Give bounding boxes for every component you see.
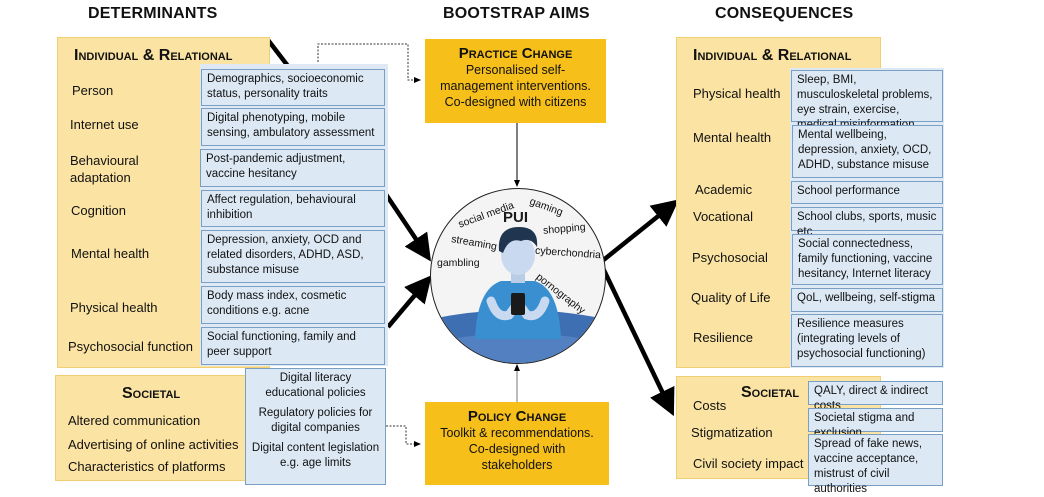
practice-change-text: Personalised self-management interventio…	[440, 63, 591, 109]
det-policies-box: Digital literacy educational policies Re…	[245, 368, 386, 485]
pui-circle: PUI social media gaming shopping streami…	[430, 188, 606, 364]
det-detail-internet-use: Digital phenotyping, mobile sensing, amb…	[201, 108, 385, 146]
det-label-mental-health: Mental health	[71, 246, 150, 261]
determinants-individual-heading: Individual & Relational	[74, 47, 233, 64]
policy-change-text: Toolkit & recommendations. Co-designed w…	[440, 426, 594, 472]
det-label-psychosocial-function: Psychosocial function	[68, 339, 194, 354]
det-detail-person: Demographics, socioeconomic status, pers…	[201, 69, 385, 106]
policy-change-box: Policy Change Toolkit & recommendations.…	[425, 402, 609, 485]
con-label-costs: Costs	[693, 398, 727, 413]
con-label-academic: Academic	[695, 182, 753, 197]
det-detail-cognition: Affect regulation, behavioural inhibitio…	[201, 190, 385, 227]
con-detail-civil-society-impact: Spread of fake news, vaccine acceptance,…	[808, 434, 943, 495]
consequences-societal-heading: Societal	[741, 384, 800, 401]
policy-change-title: Policy Change	[467, 408, 567, 425]
con-label-stigmatization: Stigmatization	[691, 425, 773, 440]
arrow-societal-to-pui	[386, 275, 432, 329]
det-societal-row-1: Altered communication	[68, 413, 201, 428]
det-label-behavioural-adaptation: Behavioural adaptation	[70, 153, 139, 185]
arrow-pui-to-individual-consequences	[599, 199, 680, 264]
con-label-resilience: Resilience	[693, 330, 753, 345]
det-societal-row-3: Characteristics of platforms	[68, 459, 226, 474]
con-label-civil-society-impact: Civil society impact	[693, 456, 804, 471]
policy-content-legislation: Digital content legislation e.g. age lim…	[251, 442, 380, 469]
dotted-link-to-policy	[386, 425, 421, 447]
det-detail-behavioural-adaptation: Post-pandemic adjustment, vaccine hesita…	[200, 149, 385, 187]
det-label-cognition: Cognition	[71, 203, 126, 218]
policy-regulatory: Regulatory policies for digital companie…	[258, 407, 373, 434]
person-with-phone-illustration	[431, 227, 605, 363]
pui-word-gambling: gambling	[437, 257, 480, 269]
practice-change-title: Practice Change	[458, 45, 573, 62]
con-detail-resilience: Resilience measures (integrating levels …	[791, 314, 943, 367]
det-detail-psychosocial-function: Social functioning, family and peer supp…	[201, 327, 385, 365]
consequences-title: CONSEQUENCES	[715, 5, 854, 22]
determinants-societal-heading: Societal	[122, 385, 181, 402]
det-societal-row-2: Advertising of online activities	[68, 437, 239, 452]
arrow-pui-to-societal-consequences	[598, 263, 675, 417]
con-label-physical-health: Physical health	[693, 86, 781, 101]
con-label-mental-health: Mental health	[693, 130, 772, 145]
con-detail-psychosocial: Social connectedness, family functioning…	[792, 234, 943, 285]
con-detail-quality-of-life: QoL, wellbeing, self-stigma	[791, 288, 943, 312]
dotted-link-to-practice	[317, 43, 421, 83]
con-label-quality-of-life: Quality of Life	[691, 290, 771, 305]
con-detail-vocational: School clubs, sports, music etc	[791, 207, 943, 238]
con-detail-costs: QALY, direct & indirect costs	[808, 381, 943, 412]
policy-digital-literacy: Digital literacy educational policies	[265, 372, 366, 399]
con-detail-stigmatization: Societal stigma and exclusion	[808, 408, 943, 439]
con-label-psychosocial: Psychosocial	[692, 250, 768, 265]
con-detail-mental-health: Mental wellbeing, depression, anxiety, O…	[792, 125, 943, 178]
det-label-person: Person	[72, 83, 114, 98]
con-detail-academic: School performance	[791, 181, 943, 204]
con-detail-physical-health: Sleep, BMI, musculoskeletal problems, ey…	[791, 70, 943, 131]
con-label-vocational: Vocational	[693, 209, 753, 224]
det-label-internet-use: Internet use	[70, 117, 139, 132]
practice-change-box: Practice Change Personalised self-manage…	[425, 39, 606, 123]
determinants-title: DETERMINANTS	[88, 5, 218, 22]
det-label-physical-health: Physical health	[70, 300, 158, 315]
consequences-individual-heading: Individual & Relational	[693, 47, 852, 64]
aims-title: BOOTSTRAP AIMS	[443, 5, 590, 22]
pui-title: PUI	[503, 209, 529, 226]
det-detail-physical-health: Body mass index, cosmetic conditions e.g…	[201, 286, 385, 324]
det-detail-mental-health: Depression, anxiety, OCD and related dis…	[201, 230, 385, 283]
